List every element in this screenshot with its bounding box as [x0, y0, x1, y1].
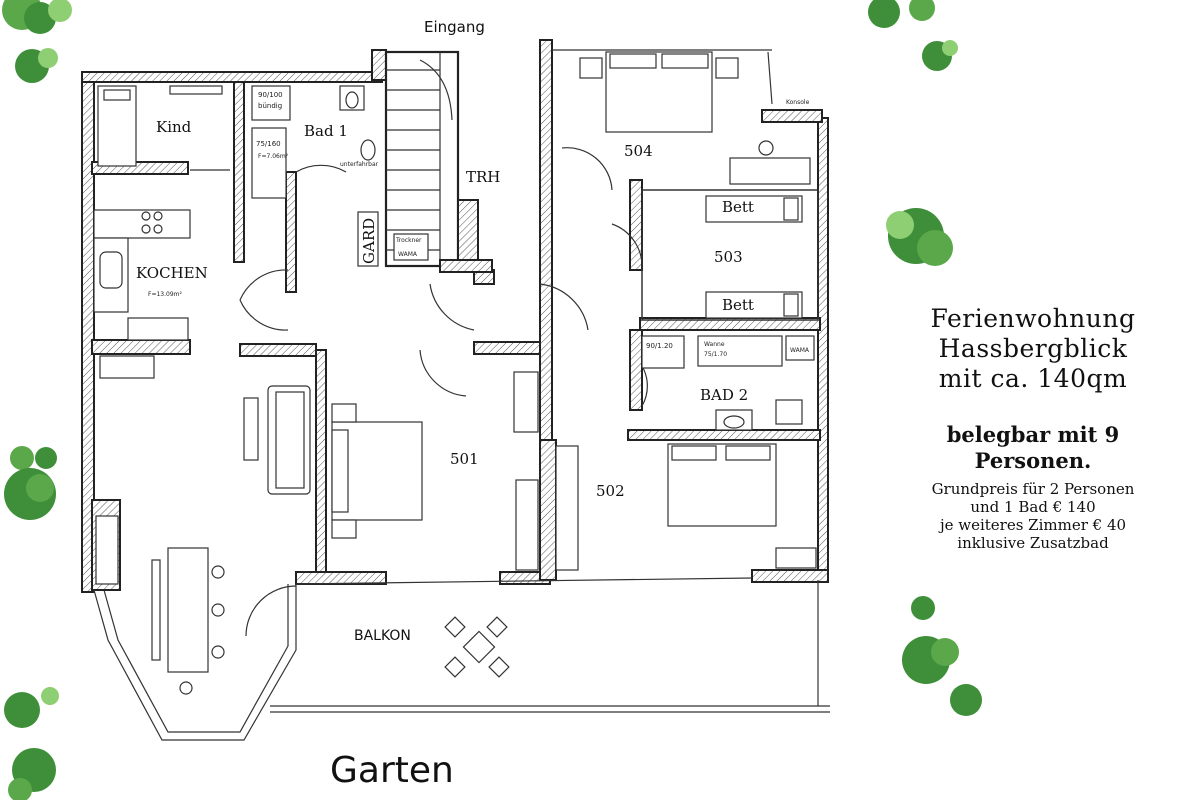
info-title-line: Hassbergblick [938, 334, 1128, 363]
tree-top-left [2, 0, 72, 83]
label-bad2: BAD 2 [700, 386, 748, 404]
wardrobe [357, 211, 429, 267]
label-konsole: Konsole [786, 99, 810, 106]
label-kochen-area: F=13.09m² [148, 291, 183, 298]
label-bett-bottom: Bett [722, 296, 754, 314]
label-bad1: Bad 1 [304, 122, 348, 140]
info-capacity: belegbar mit 9 Personen. [868, 422, 1198, 474]
room-504-furniture [552, 49, 811, 185]
room-502-furniture [555, 443, 817, 571]
label-kochen: KOCHEN [136, 264, 208, 282]
label-wama-2: WAMA [790, 347, 810, 354]
bay-window [93, 584, 297, 741]
label-wanne-size: 75/1.70 [704, 351, 727, 358]
bad2-fixtures [641, 335, 815, 431]
label-entrance: Eingang [424, 18, 485, 36]
tree-right-middle [886, 208, 953, 266]
info-title-line: Ferienwohnung [930, 304, 1136, 333]
staircase [384, 50, 493, 273]
doors [190, 147, 648, 637]
info-price-line: und 1 Bad € 140 [970, 498, 1096, 516]
living-furniture [95, 355, 311, 695]
label-shower-1b: bündig [258, 102, 282, 110]
label-tub-1: 75/160 [256, 140, 281, 148]
info-price: Grundpreis für 2 Personen und 1 Bad € 14… [868, 480, 1198, 552]
info-capacity-line: belegbar mit 9 [946, 422, 1120, 447]
label-kind: Kind [156, 118, 192, 136]
kind-furniture [97, 85, 223, 167]
label-room-501: 501 [450, 450, 479, 468]
info-title: Ferienwohnung Hassbergblick mit ca. 140q… [868, 304, 1198, 394]
balcony [270, 577, 830, 713]
room-503-furniture [641, 189, 819, 321]
label-shower-1: 90/100 [258, 91, 283, 99]
info-price-line: Grundpreis für 2 Personen [931, 480, 1135, 498]
label-unterfahrbar: unterfahrbar [340, 161, 379, 168]
info-price-line: je weiteres Zimmer € 40 [939, 516, 1127, 534]
kitchen-furniture [93, 209, 191, 341]
label-room-504: 504 [624, 142, 653, 160]
label-bad1-area: F=7.06m² [258, 153, 289, 160]
label-shower-2: 90/1.20 [646, 342, 673, 350]
tree-top-right [868, 0, 958, 71]
tree-right-bottom [902, 596, 982, 716]
label-room-503: 503 [714, 248, 743, 266]
bad1-fixtures [251, 85, 376, 199]
label-wama-1: WAMA [398, 251, 418, 258]
tree-left-bottom [4, 687, 59, 800]
info-capacity-line: Personen. [974, 448, 1092, 473]
label-balkon: BALKON [354, 628, 411, 644]
label-trockner: Trockner [395, 237, 422, 244]
label-room-502: 502 [596, 482, 625, 500]
info-price-line: inklusive Zusatzbad [957, 534, 1109, 552]
tree-left-middle [4, 446, 57, 520]
balcony-furniture [444, 616, 510, 678]
room-501-furniture [331, 371, 539, 571]
label-gard: GARD [360, 218, 378, 264]
info-title-line: mit ca. 140qm [938, 364, 1128, 393]
label-garten: Garten [330, 750, 454, 791]
label-wanne: Wanne [704, 341, 725, 348]
label-trh: TRH [466, 168, 500, 186]
label-bett-top: Bett [722, 198, 754, 216]
